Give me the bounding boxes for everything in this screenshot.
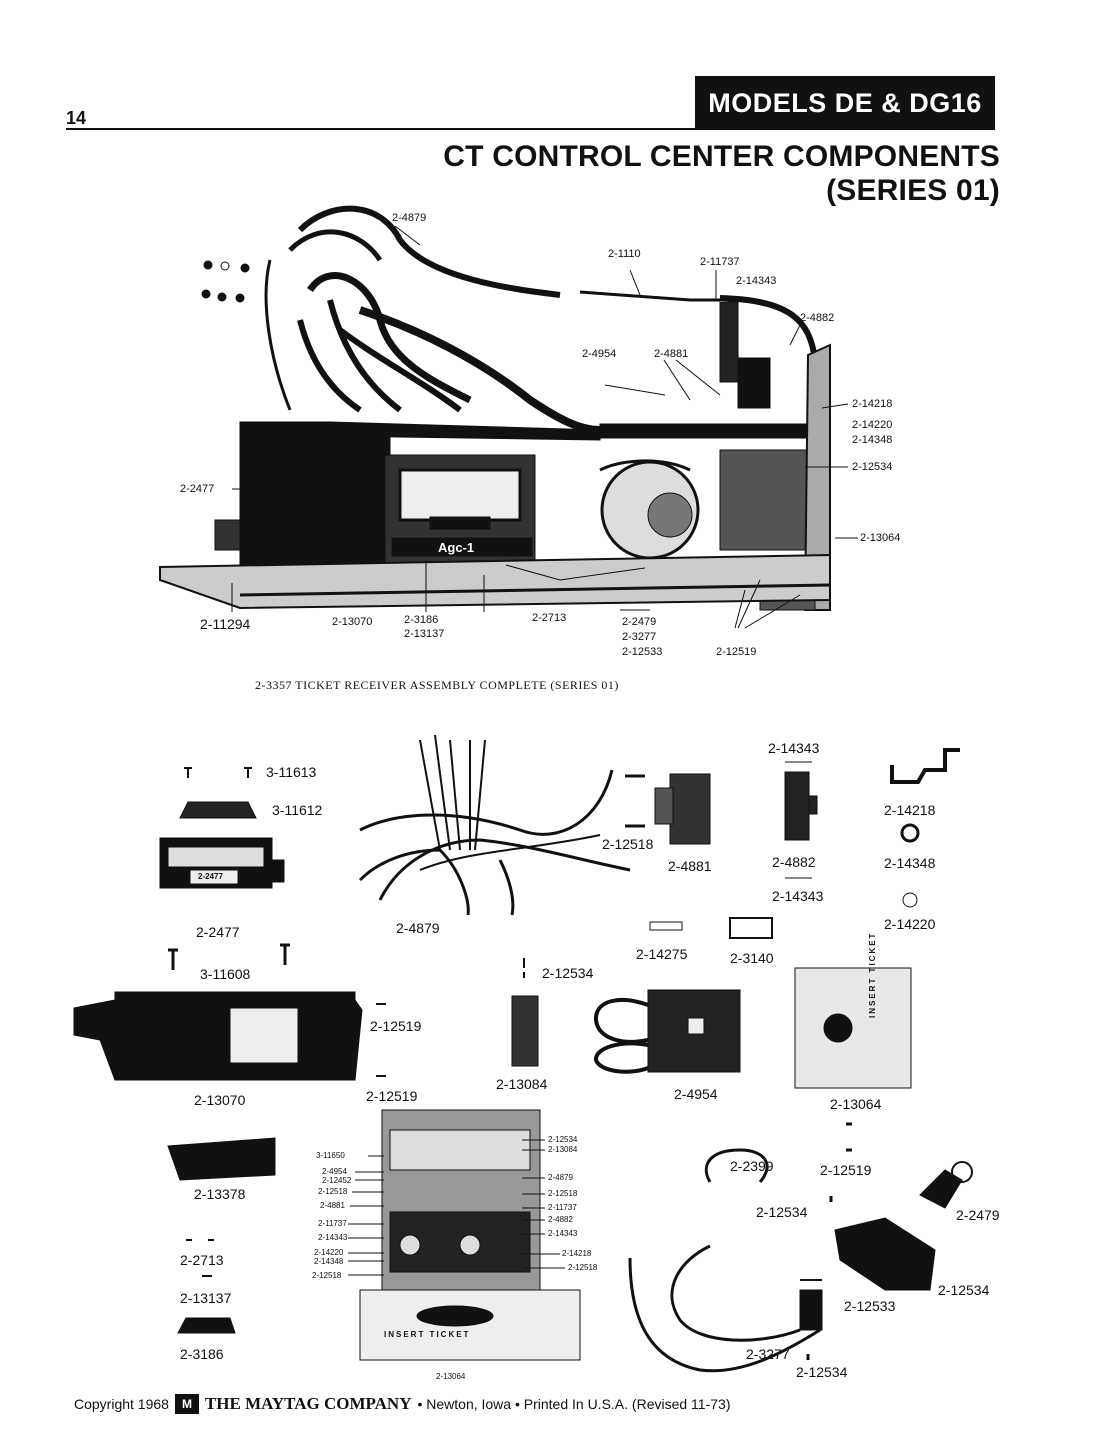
part-label-2-3140: 2-3140 [730, 950, 774, 966]
assembly-label-2-3186: 2-3186 [404, 614, 439, 626]
assembly-label-2-12519: 2-12519 [716, 646, 757, 658]
part-label-2-12519-a: 2-12519 [370, 1018, 422, 1034]
inset-label-left: 2-11737 [318, 1219, 347, 1228]
part-label-2-12519-c: 2-12519 [820, 1162, 872, 1178]
part-label-2-12519-b: 2-12519 [366, 1088, 418, 1104]
assembly-label-2-14220: 2-14220 [852, 419, 893, 431]
inset-label-left: 2-4954 [322, 1167, 347, 1176]
inset-label-left: 2-14343 [318, 1233, 348, 1242]
assembly-label-2-2713: 2-2713 [532, 612, 567, 624]
inset-label-left: 3-11650 [316, 1151, 345, 1160]
part-sticker-2-2477: 2-2477 [198, 872, 223, 881]
part-label-2-12534-b: 2-12534 [756, 1204, 808, 1220]
inset-label-left: 2-14348 [314, 1257, 344, 1266]
part-label-2-2399: 2-2399 [730, 1158, 774, 1174]
assembly-label-2-13064: 2-13064 [860, 532, 901, 544]
inset-label-left: 2-4881 [320, 1201, 345, 1210]
inset-label-left: 2-12452 [322, 1176, 352, 1185]
assembly-label-2-14348: 2-14348 [852, 434, 893, 446]
inset-label-right: 2-13084 [548, 1145, 578, 1154]
assembly-label-2-14218: 2-14218 [852, 398, 893, 410]
assembly-label-2-12533: 2-12533 [622, 646, 663, 658]
part-label-2-12534-a: 2-12534 [542, 965, 594, 981]
part-label-2-13070: 2-13070 [194, 1092, 246, 1108]
footer-details: • Newton, Iowa • Printed In U.S.A. (Revi… [417, 1396, 731, 1412]
inset-label-left: 2-12518 [318, 1187, 348, 1196]
part-label-2-14343-top: 2-14343 [768, 740, 820, 756]
exploded-parts [73, 734, 973, 1373]
model-badge: MODELS DE & DG16 [695, 76, 995, 130]
assembly-label-2-1110: 2-1110 [608, 248, 641, 260]
assembly-photo [159, 205, 858, 629]
assembly-label-2-13137: 2-13137 [404, 628, 445, 640]
inset-label-right: 2-14343 [548, 1229, 578, 1238]
footer-company: THE MAYTAG COMPANY [204, 1394, 412, 1413]
part-label-2-13084: 2-13084 [496, 1076, 548, 1092]
part-label-2-4954: 2-4954 [674, 1086, 718, 1102]
part-label-2-14218: 2-14218 [884, 802, 936, 818]
maytag-logo-icon: M [174, 1394, 199, 1414]
inset-label-left: 2-12518 [312, 1271, 342, 1280]
inset-label-right: 2-12534 [548, 1135, 578, 1144]
part-label-2-4879: 2-4879 [396, 920, 440, 936]
inset-plate-text: INSERT TICKET [384, 1330, 471, 1339]
inset-label-left: 2-14220 [314, 1248, 344, 1257]
footer: Copyright 1968 M THE MAYTAG COMPANY • Ne… [74, 1394, 730, 1414]
part-label-2-2713: 2-2713 [180, 1252, 224, 1268]
part-label-2-14220: 2-14220 [884, 916, 936, 932]
assembly-caption: 2-3357 TICKET RECEIVER ASSEMBLY COMPLETE… [255, 678, 619, 692]
inset-label-right: 2-12518 [568, 1263, 598, 1272]
part-label-2-2477: 2-2477 [196, 924, 240, 940]
part-label-2-2479: 2-2479 [956, 1207, 1000, 1223]
inset-label-bottom: 2-13064 [436, 1372, 466, 1381]
part-label-2-4882: 2-4882 [772, 854, 816, 870]
part-label-2-12533: 2-12533 [844, 1298, 896, 1314]
part-label-2-14343-bottom: 2-14343 [772, 888, 824, 904]
assembly-label-2-4954: 2-4954 [582, 348, 617, 360]
part-label-3-11608: 3-11608 [200, 966, 251, 982]
assembly-label-2-11294: 2-11294 [200, 616, 251, 632]
part-label-2-14275: 2-14275 [636, 946, 688, 962]
inset-label-right: 2-12518 [548, 1189, 578, 1198]
plate-text-insert-ticket: INSERT TICKET [868, 931, 877, 1018]
assembly-label-2-4879: 2-4879 [392, 212, 427, 224]
part-label-2-3186: 2-3186 [180, 1346, 224, 1362]
assembly-label-agc-1: Agc-1 [438, 540, 475, 555]
assembly-label-2-14343: 2-14343 [736, 275, 777, 287]
part-label-3-11613: 3-11613 [266, 764, 317, 780]
footer-copyright: Copyright 1968 [74, 1396, 169, 1412]
part-label-2-14348: 2-14348 [884, 855, 936, 871]
page-number: 14 [66, 108, 87, 128]
header-rule [66, 128, 696, 130]
assembly-label-2-12534: 2-12534 [852, 461, 893, 473]
assembly-label-2-2477: 2-2477 [180, 483, 215, 495]
inset-label-right: 2-14218 [562, 1249, 592, 1258]
inset-label-right: 2-4879 [548, 1173, 573, 1182]
inset-label-right: 2-11737 [548, 1203, 577, 1212]
part-label-2-4881: 2-4881 [668, 858, 712, 874]
part-label-2-13064: 2-13064 [830, 1096, 882, 1112]
part-label-2-12534-d: 2-12534 [796, 1364, 848, 1380]
part-label-2-13378: 2-13378 [194, 1186, 246, 1202]
part-label-2-13137: 2-13137 [180, 1290, 232, 1306]
part-label-2-3277: 2-3277 [746, 1346, 790, 1362]
assembly-label-2-4881: 2-4881 [654, 348, 689, 360]
part-label-3-11612: 3-11612 [272, 802, 323, 818]
page-title: CT CONTROL CENTER COMPONENTS (SERIES 01) [443, 140, 1000, 207]
inset-label-right: 2-4882 [548, 1215, 573, 1224]
part-label-2-12518: 2-12518 [602, 836, 654, 852]
assembly-label-2-3277: 2-3277 [622, 631, 657, 643]
part-label-2-12534-c: 2-12534 [938, 1282, 990, 1298]
assembly-label-2-11737: 2-11737 [700, 256, 740, 268]
assembly-label-2-2479: 2-2479 [622, 616, 657, 628]
assembly-label-2-13070: 2-13070 [332, 616, 373, 628]
assembly-label-2-4882: 2-4882 [800, 312, 835, 324]
